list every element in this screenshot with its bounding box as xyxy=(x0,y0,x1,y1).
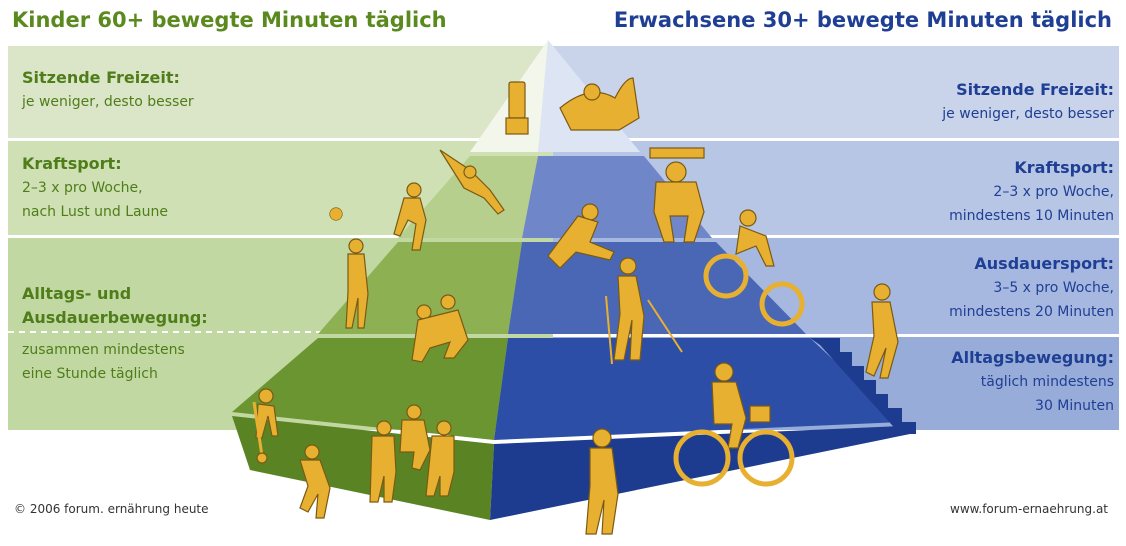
kinder-alltag-head1: Alltags- und xyxy=(22,284,132,303)
kinder-alltag-head2: Ausdauerbewegung: xyxy=(22,308,208,327)
kinder-alltag-line2: eine Stunde täglich xyxy=(22,366,158,382)
website-link[interactable]: www.forum-ernaehrung.at xyxy=(950,502,1108,516)
pyramid-left-level4 xyxy=(232,338,508,440)
kinder-kraft-label: Kraftsport: 2–3 x pro Woche, nach Lust u… xyxy=(22,152,168,224)
kinder-kraft-head: Kraftsport: xyxy=(22,154,122,173)
erw-sitzend-line1: je weniger, desto besser xyxy=(942,106,1114,122)
weightlifter-icon xyxy=(649,147,705,243)
tv-icon xyxy=(505,81,529,135)
erw-alltag-line2: 30 Minuten xyxy=(1035,398,1114,414)
erw-ausdauer-line2: mindestens 20 Minuten xyxy=(949,304,1114,320)
armchair-person-icon xyxy=(559,77,640,131)
jump-rope-kids-icon xyxy=(369,404,455,503)
erw-ausdauer-label: Ausdauersport: 3–5 x pro Woche, mindeste… xyxy=(949,252,1114,324)
kinder-kraft-line2: nach Lust und Laune xyxy=(22,204,168,220)
kinder-sitzend-label: Sitzende Freizeit: je weniger, desto bes… xyxy=(22,66,194,114)
climbing-kid-icon xyxy=(393,182,427,251)
judo-kids-icon xyxy=(411,294,469,363)
kinder-alltag-desc: zusammen mindestens eine Stunde täglich xyxy=(22,338,185,386)
erw-alltag-line1: täglich mindestens xyxy=(980,374,1114,390)
pyramid-left-level3 xyxy=(318,242,522,334)
pyramid-right-base xyxy=(490,426,910,520)
stairs xyxy=(810,338,916,434)
kinder-kraft-line1: 2–3 x pro Woche, xyxy=(22,180,143,196)
erw-kraft-label: Kraftsport: 2–3 x pro Woche, mindestens … xyxy=(949,156,1114,228)
kinder-sitzend-head: Sitzende Freizeit: xyxy=(22,68,180,87)
erw-ausdauer-head: Ausdauersport: xyxy=(974,254,1114,273)
erw-sitzend-head: Sitzende Freizeit: xyxy=(956,80,1114,99)
erw-alltag-label: Alltagsbewegung: täglich mindestens 30 M… xyxy=(951,346,1114,418)
pyramid-right-level4 xyxy=(494,338,900,440)
erw-kraft-line1: 2–3 x pro Woche, xyxy=(993,184,1114,200)
erw-sitzend-label: Sitzende Freizeit: je weniger, desto bes… xyxy=(942,78,1114,126)
kinder-alltag-line1: zusammen mindestens xyxy=(22,342,185,358)
pyramid-right-level3 xyxy=(508,242,806,334)
stair-walker-icon xyxy=(865,283,899,379)
kinder-sitzend-line1: je weniger, desto besser xyxy=(22,94,194,110)
erw-band-sitzend xyxy=(553,46,1119,138)
erw-kraft-line2: mindestens 10 Minuten xyxy=(949,208,1114,224)
city-cyclist-icon xyxy=(673,362,795,487)
erw-alltag-head: Alltagsbewegung: xyxy=(951,348,1114,367)
nordic-walker-icon xyxy=(605,257,683,365)
handstand-kid-icon xyxy=(439,149,505,215)
kinder-alltag-label: Alltags- und Ausdauerbewegung: xyxy=(22,282,208,330)
walker-icon xyxy=(585,428,619,535)
situps-person-icon xyxy=(547,203,615,269)
scooter-kid-icon xyxy=(252,388,279,464)
erw-kraft-head: Kraftsport: xyxy=(1014,158,1114,177)
skating-kid-icon xyxy=(299,444,331,519)
basketball-icon xyxy=(330,208,342,220)
pyramid-left-level2 xyxy=(398,156,538,238)
kinder-title: Kinder 60+ bewegte Minuten täglich xyxy=(12,8,447,32)
cyclist-sport-icon xyxy=(703,209,805,327)
erwachsene-title: Erwachsene 30+ bewegte Minuten täglich xyxy=(613,8,1112,32)
kinder-band-sitzend xyxy=(8,46,553,138)
copyright-text: © 2006 forum. ernährung heute xyxy=(14,502,209,516)
erw-ausdauer-line1: 3–5 x pro Woche, xyxy=(993,280,1114,296)
